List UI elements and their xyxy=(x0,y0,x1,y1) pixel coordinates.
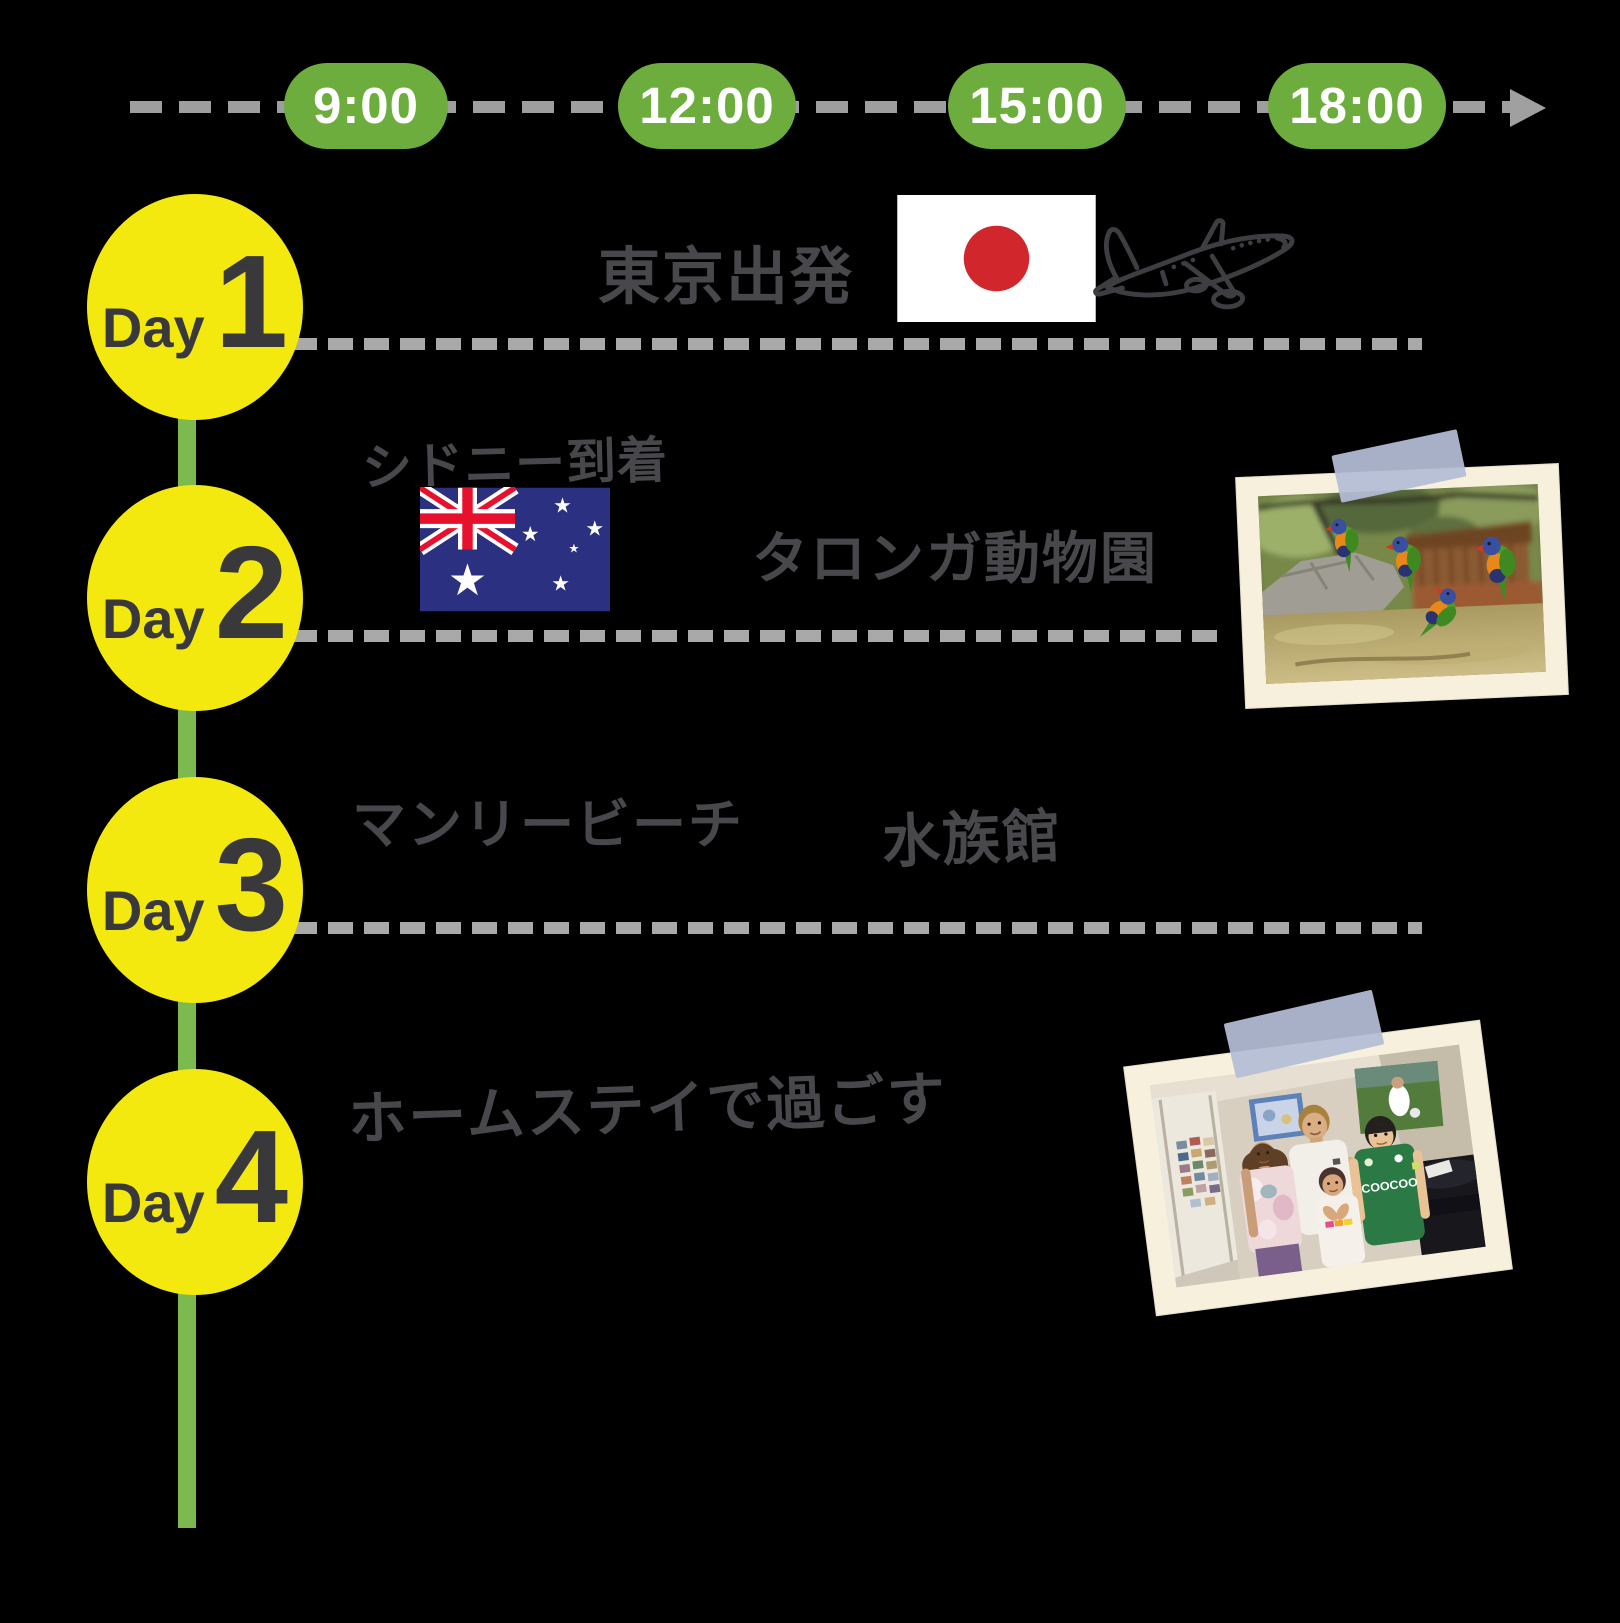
family-members: COOCOO xyxy=(1239,1104,1430,1277)
australia-flag-icon: ★ ★ ★ ★ ★ ★ xyxy=(420,487,610,612)
photo-collage-wall xyxy=(1176,1136,1221,1208)
svg-text:★: ★ xyxy=(448,555,487,606)
day-4-number: 4 xyxy=(214,1103,289,1250)
day2-separator-dashed-line xyxy=(292,630,1228,642)
person-guest-student: COOCOO xyxy=(1348,1115,1430,1246)
japan-flag-icon xyxy=(897,195,1096,322)
day-4-word: Day xyxy=(101,1171,205,1234)
day-3-word: Day xyxy=(101,879,205,942)
svg-text:★: ★ xyxy=(553,493,572,517)
day-3-number: 3 xyxy=(214,811,289,958)
time-label-1500: 15:00 xyxy=(948,63,1126,149)
soccer-poster xyxy=(1354,1060,1444,1135)
hallway-door xyxy=(1151,1090,1241,1288)
leather-couch xyxy=(1409,1154,1486,1256)
flag-stars: ★ ★ ★ ★ ★ ★ xyxy=(448,493,604,606)
event-aquarium: 水族館 xyxy=(881,803,1064,876)
event-manly-beach: マンリービーチ xyxy=(352,795,744,855)
svg-text:★: ★ xyxy=(521,522,540,546)
day-2-word: Day xyxy=(101,587,205,650)
taronga-zoo-photo xyxy=(1235,463,1569,709)
lorikeets-photo-image xyxy=(1257,483,1546,685)
time-axis-arrowhead-icon xyxy=(1510,89,1546,127)
day3-separator-dashed-line xyxy=(292,922,1422,934)
person-host-sister xyxy=(1239,1141,1303,1277)
event-homestay: ホームステイで過ごす xyxy=(347,1066,948,1153)
day-1-word: Day xyxy=(101,296,205,359)
airplane-windows xyxy=(1171,237,1271,270)
family-photo-image: COOCOO xyxy=(1149,1044,1486,1288)
day-2-number: 2 xyxy=(214,519,289,666)
time-label-0900: 9:00 xyxy=(284,63,448,149)
union-jack xyxy=(420,487,519,556)
homestay-family-photo: COOCOO xyxy=(1123,1019,1513,1317)
event-tokyo-departure: 東京出発 xyxy=(598,243,855,312)
person-young-daughter xyxy=(1314,1167,1366,1268)
day-1-number: 1 xyxy=(214,228,289,375)
time-label-1200: 12:00 xyxy=(618,63,796,149)
time-label-1800: 18:00 xyxy=(1268,63,1446,149)
framed-picture xyxy=(1248,1092,1307,1142)
svg-text:★: ★ xyxy=(568,541,579,555)
svg-text:★: ★ xyxy=(585,516,604,540)
time-axis-dashed-line xyxy=(130,101,1514,113)
day1-separator-dashed-line xyxy=(292,338,1422,350)
svg-text:★: ★ xyxy=(551,571,570,595)
airplane-icon xyxy=(1093,218,1295,310)
event-taronga-zoo: タロンガ動物園 xyxy=(752,527,1158,590)
